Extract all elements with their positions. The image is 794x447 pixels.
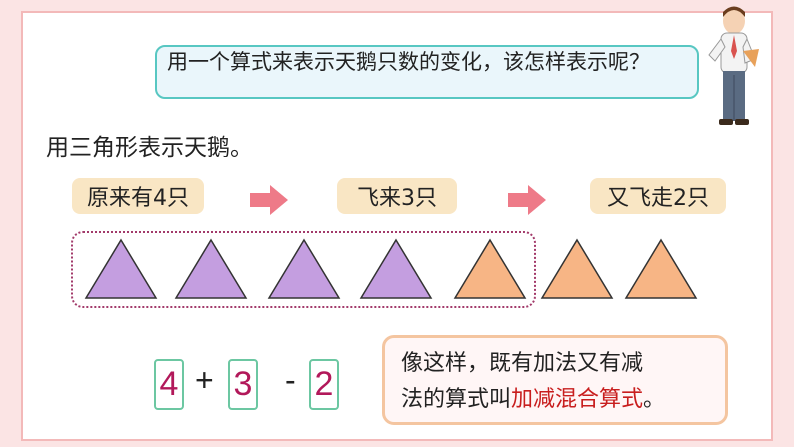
step-label-2: 飞来3只 xyxy=(337,178,457,214)
arrow-right-icon xyxy=(508,185,546,215)
purple-triangle xyxy=(359,238,433,299)
bubble-text: 用一个算式来表示天鹅只数的变化，该怎样表示呢？ xyxy=(167,50,650,74)
equation-number-1: 4 xyxy=(154,359,184,410)
step-label-3: 又飞走2只 xyxy=(590,178,726,214)
arrow-right-icon xyxy=(250,185,288,215)
note-line-2: 法的算式叫加减混合算式。 xyxy=(401,382,709,418)
speech-bubble: 用一个算式来表示天鹅只数的变化，该怎样表示呢？ xyxy=(155,45,699,99)
teacher-illustration xyxy=(708,6,759,125)
orange-triangle xyxy=(453,238,527,299)
plus-operator: + xyxy=(195,362,214,398)
note-line-1: 像这样，既有加法又有减 xyxy=(401,351,644,376)
purple-triangle xyxy=(267,238,341,299)
original-swans-group xyxy=(71,231,536,308)
purple-triangle xyxy=(174,238,248,299)
minus-operator: - xyxy=(285,362,296,398)
step-label-1: 原来有4只 xyxy=(72,178,204,214)
note-line-2-prefix: 法的算式叫 xyxy=(401,387,512,412)
orange-triangle xyxy=(540,238,614,299)
definition-note: 像这样，既有加法又有减 法的算式叫加减混合算式。 xyxy=(382,335,728,425)
note-line-2-suffix: 。 xyxy=(643,387,666,412)
orange-triangle xyxy=(624,238,698,299)
equation-number-2: 3 xyxy=(228,359,258,410)
lead-text: 用三角形表示天鹅。 xyxy=(46,135,253,161)
purple-triangle xyxy=(84,238,158,299)
equation-number-3: 2 xyxy=(309,359,339,410)
mixed-expression-term: 加减混合算式 xyxy=(511,387,644,412)
